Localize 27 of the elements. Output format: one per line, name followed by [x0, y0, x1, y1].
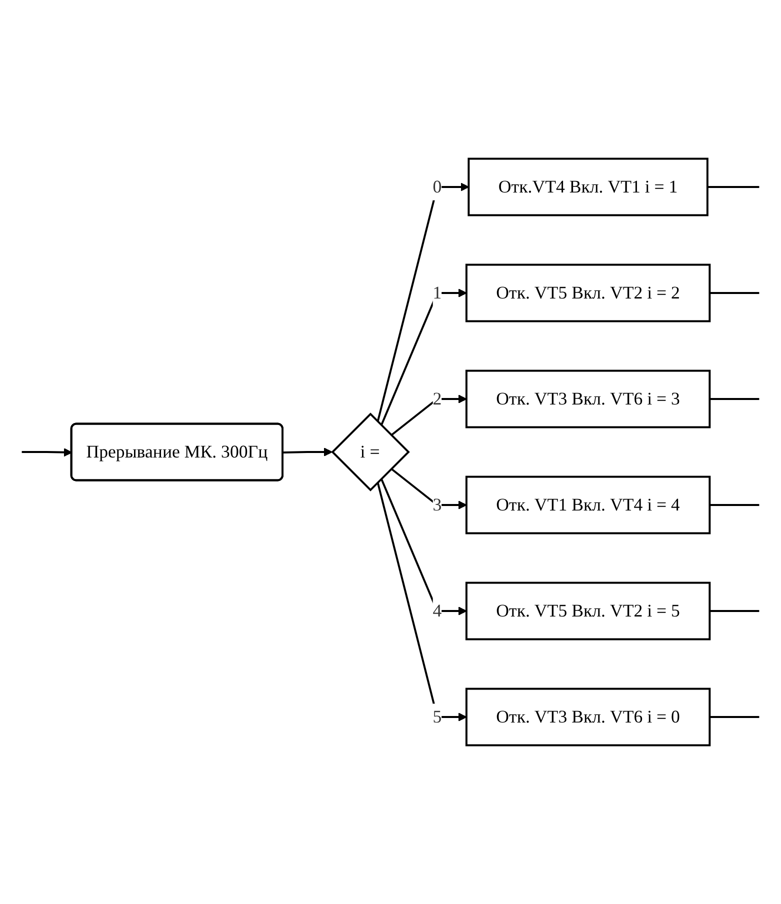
node-box: Отк. VT1 Вкл. VT4 i = 4 — [465, 476, 711, 534]
connector — [710, 398, 760, 400]
arrow — [376, 482, 467, 722]
node-box: Отк. VT5 Вкл. VT2 i = 2 — [465, 264, 711, 322]
arrow — [390, 468, 467, 510]
arrow — [380, 288, 467, 426]
arrow — [22, 448, 72, 457]
edge-label: 3 — [432, 494, 442, 514]
edge-label: 1 — [432, 282, 442, 302]
edge-label: 2 — [432, 388, 442, 408]
connector — [710, 292, 760, 294]
arrow — [380, 478, 467, 616]
edge-label: 5 — [432, 706, 442, 726]
node-box: Отк. VT3 Вкл. VT6 i = 3 — [465, 370, 711, 428]
edge-label: 0 — [432, 176, 442, 196]
connector — [710, 716, 760, 718]
node-diamond: i = — [331, 412, 410, 492]
node-box: Отк.VT4 Вкл. VT1 i = 1 — [468, 158, 708, 216]
edge-label: 4 — [432, 600, 442, 620]
arrow — [390, 394, 467, 436]
node-box: Отк. VT5 Вкл. VT2 i = 5 — [465, 582, 711, 640]
connector — [707, 186, 760, 188]
connector — [710, 504, 760, 506]
connector — [710, 610, 760, 612]
arrow — [282, 448, 332, 456]
node-box: Отк. VT3 Вкл. VT6 i = 0 — [465, 688, 711, 746]
arrow — [376, 182, 470, 422]
